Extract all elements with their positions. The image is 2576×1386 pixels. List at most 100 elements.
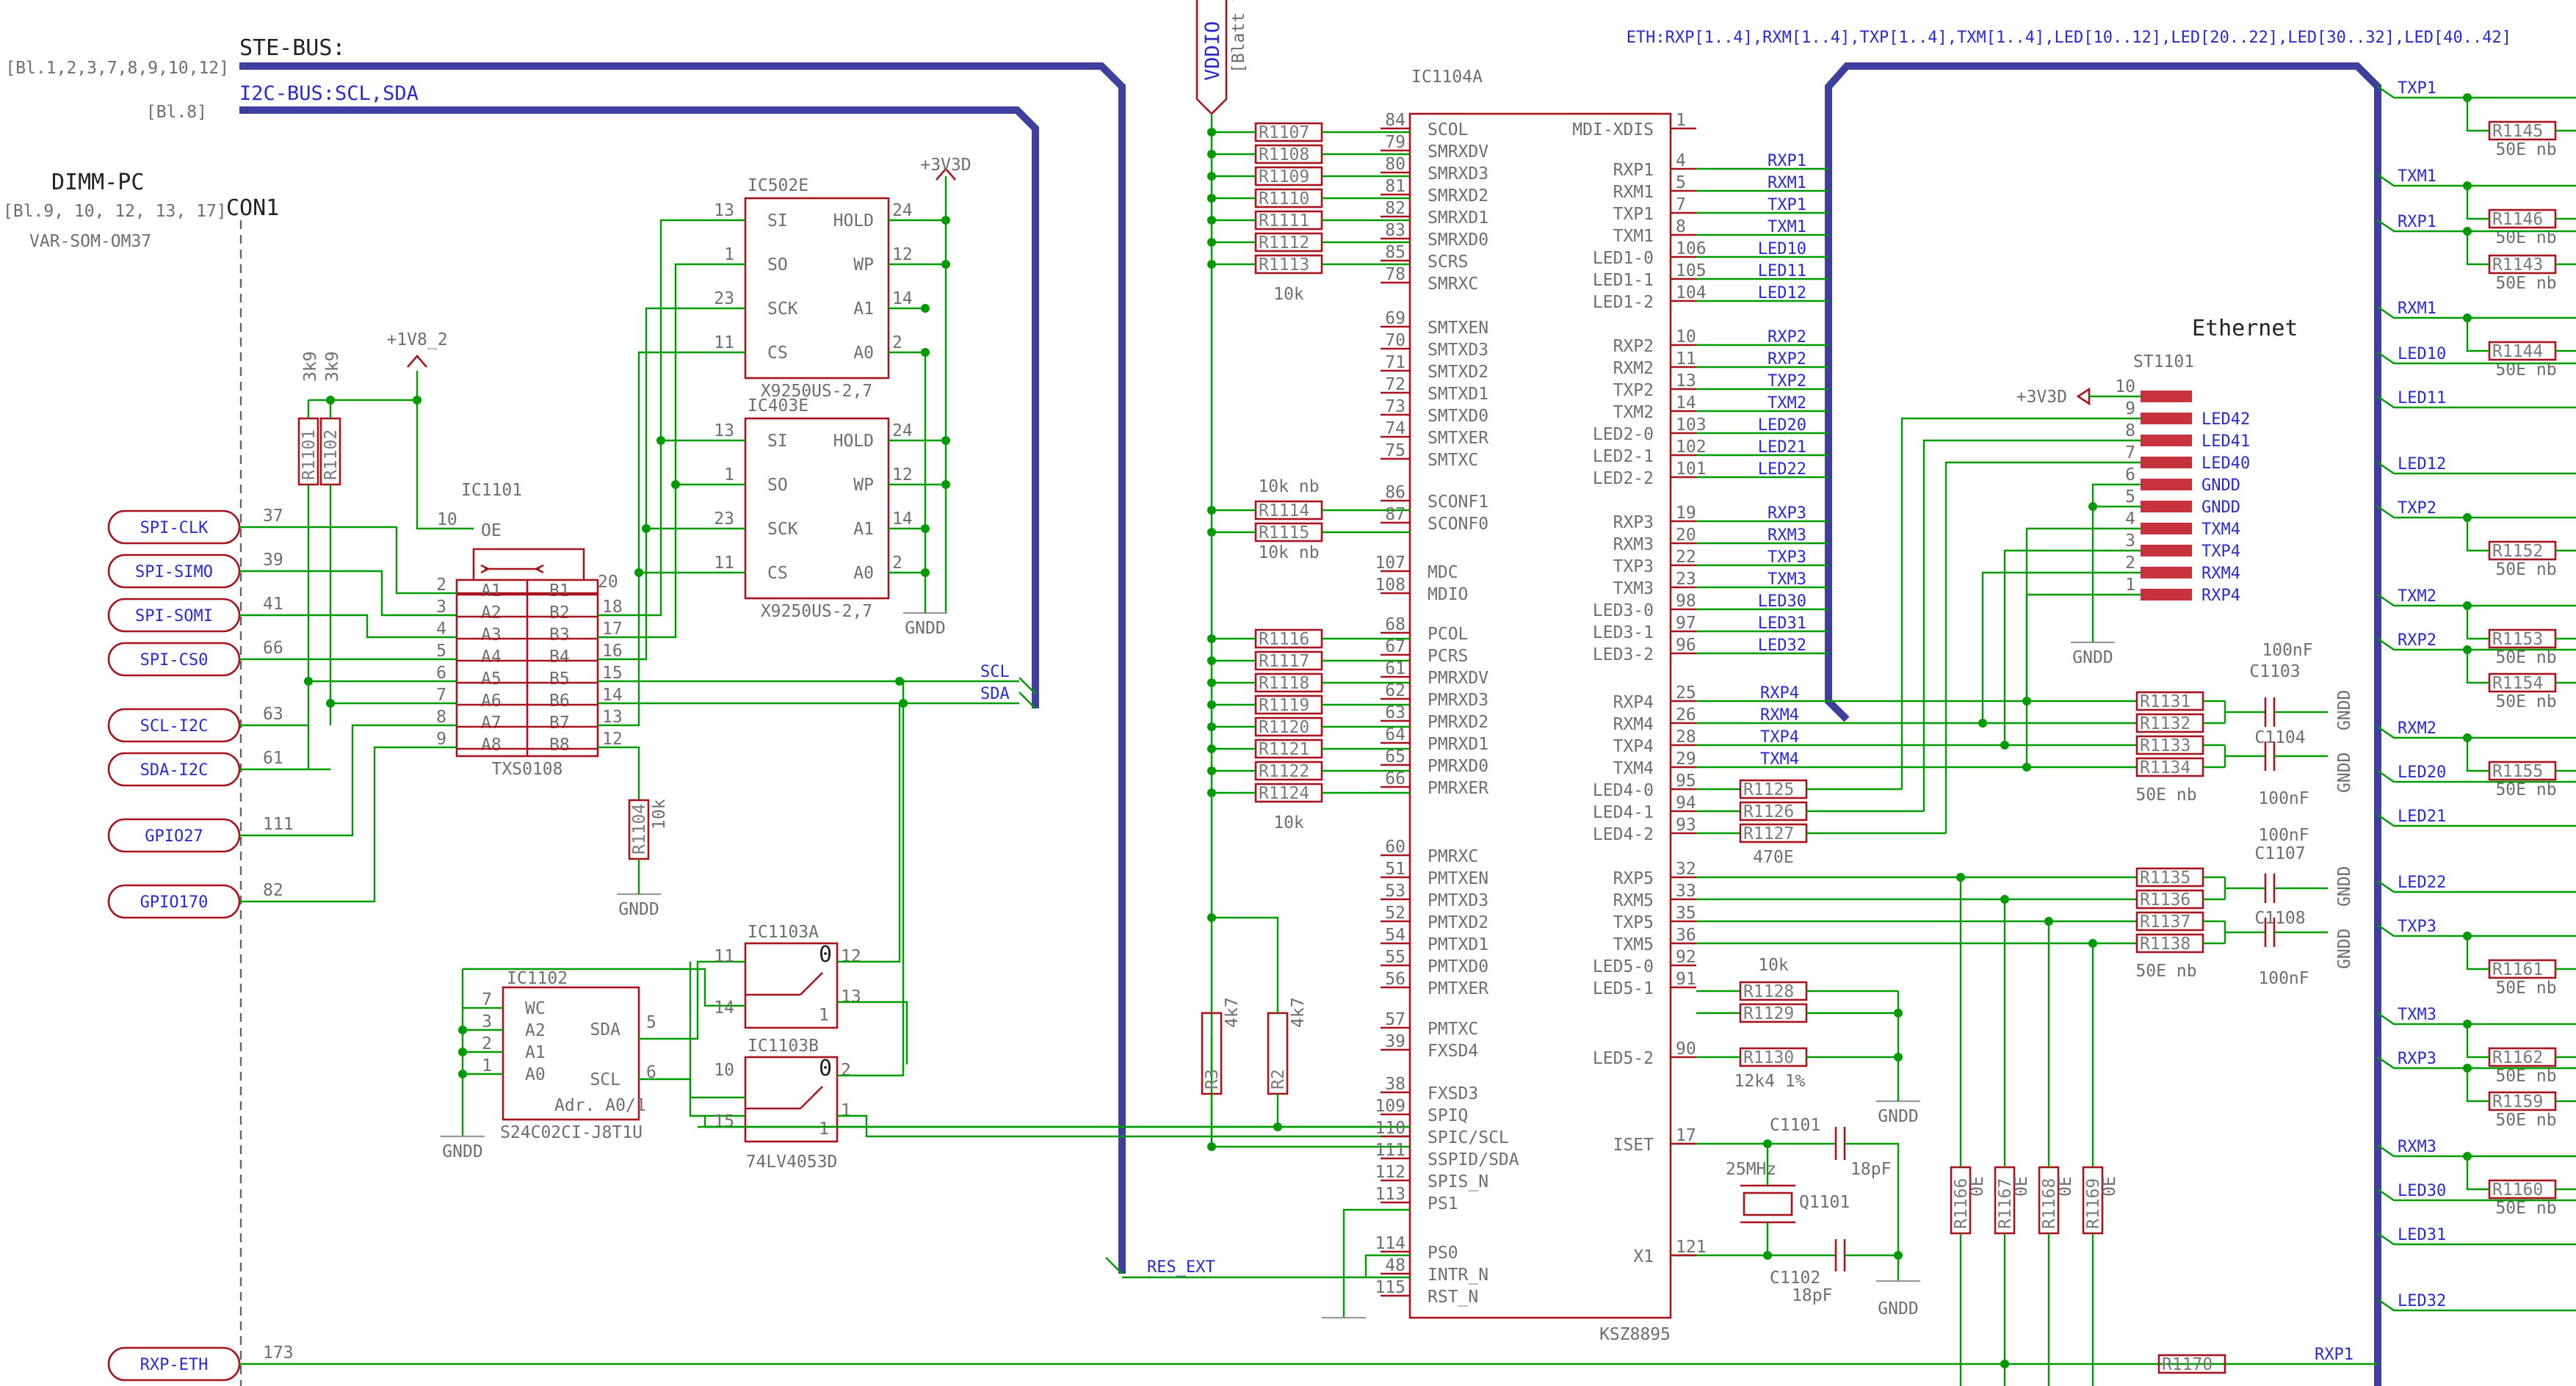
pin-label: PMTXC [1428,1020,1478,1039]
ground-label: GNDD [1878,1107,1918,1126]
wire [2466,231,2489,266]
pin-number: 48 [1385,1256,1405,1275]
resistor-label: R1107 [1259,123,1309,142]
pin-label: A6 [481,692,502,711]
connector-pin [2141,413,2192,424]
pin-number: 72 [1385,375,1405,394]
pin-label: LED4-1 [1593,803,1654,822]
ground-label: GNDD [2335,752,2354,793]
pack-value: 10k [1273,285,1304,304]
junction-dot [2463,513,2472,522]
sheet-ref: [Blatt 1 [1229,0,1248,73]
pack-value: 10k nb [1258,477,1319,496]
dynamic-parts: STE-BUS:[Bl.1,2,3,7,8,9,10,12]I2C-BUS:SC… [3,0,2576,1386]
pin-number: 7 [2125,443,2135,462]
port-pin: 61 [263,749,283,768]
pin-label: SPIS_N [1428,1172,1488,1191]
connector-net: GNDD [2201,476,2240,495]
pin-label: PMTXEN [1428,869,1488,888]
net-label: LED10 [1758,240,1806,258]
wire [1944,461,2141,833]
pin-number: 93 [1676,816,1696,835]
resistor-label: R1137 [2140,912,2190,932]
junction-dot [1207,913,1216,922]
wire [2377,1233,2576,1246]
wire [2377,174,2576,187]
pin-label: A5 [481,670,502,689]
right-net-label: RXP1 [2398,213,2436,231]
pin-label: MDI-XDIS [1572,120,1654,139]
net-label: LED30 [1758,592,1806,611]
resistor-label: R1134 [2140,758,2190,777]
resistor-label: R1122 [1259,762,1309,781]
junction-dot [458,1026,467,1034]
resistor-label: R1169 [2084,1178,2103,1229]
resistor-label: R1124 [1259,784,1309,803]
pullup-value: 3k9 [323,351,342,382]
pin-label: A0 [853,564,874,583]
pin-number: 97 [1676,614,1696,633]
resistor-label: R1132 [2140,714,2190,733]
pin-number: 1 [482,1056,492,1075]
pin-number: 110 [1375,1119,1405,1138]
pin-number: 8 [436,708,446,727]
pin-number: 96 [1676,636,1696,655]
wire [239,570,457,617]
pin-label: A2 [525,1021,546,1040]
wire [2091,483,2141,631]
pin-label: SMTXER [1428,429,1488,448]
right-net-label: LED22 [2398,874,2446,892]
resistor-label: R1121 [1259,740,1309,759]
pin-number: 1 [724,465,734,485]
pin-number: 57 [1385,1010,1405,1029]
pin-label: PMRXD1 [1428,735,1488,754]
connector-net: GNDD [2201,498,2240,517]
pin-number: 3 [436,598,446,617]
pin-label: SMRXD2 [1428,186,1488,206]
pin-number: 13 [1676,371,1696,391]
resistor-label: R1155 [2492,762,2543,781]
pin-number: 8 [1676,217,1686,236]
pin-number: 10 [2115,377,2135,396]
pin-label: B5 [549,670,570,689]
pin-number: 5 [1676,173,1686,192]
pin-number: 106 [1676,239,1707,258]
ic-name: IC1102 [507,969,568,988]
pin-label: A1 [853,300,874,319]
i2c-bus-ref: [Bl.8] [146,103,207,122]
pin-number: 80 [1385,155,1405,174]
pin-label: SO [767,255,788,275]
junction-dot [2463,932,2472,940]
pin-number: 4 [1676,151,1686,170]
pin-label: SMTXD2 [1428,363,1488,382]
resistor-label: R1160 [2492,1180,2543,1200]
pin-number: 23 [714,509,734,529]
connector-net: LED42 [2201,410,2250,429]
port-label: SPI-CLK [140,519,209,537]
pin-number: 90 [1676,1040,1696,1059]
pin-label: A1 [853,520,874,539]
junction-dot [941,216,950,225]
pin-number: 39 [1385,1032,1405,1051]
port-label: SDA-I2C [140,761,209,780]
right-net-label: TXP2 [2398,499,2436,518]
i2c-bus-label: I2C-BUS:SCL,SDA [239,82,419,105]
resistor-value: 50E nb [2495,780,2556,799]
pin-label: TXP2 [1613,381,1654,400]
resistor-value: 10k [650,799,669,830]
pin-number: 62 [1385,681,1405,700]
pin-number: 24 [892,421,913,440]
pin-number: 4 [436,620,446,639]
pin-number: 6 [436,664,446,683]
pin-label: PMTXD2 [1428,913,1488,932]
junction-dot [1207,238,1216,247]
pin-number: 2 [841,1061,851,1080]
resistor-label: R1126 [1743,802,1794,821]
wire [598,307,745,661]
supply-3v3: +3V3D [920,156,971,175]
pin-number: 7 [436,686,446,705]
pin-label: SI [767,432,788,451]
pin-label: LED2-2 [1593,469,1654,488]
pin-number: 85 [1385,243,1405,262]
pin-label: SMRXD3 [1428,164,1488,184]
